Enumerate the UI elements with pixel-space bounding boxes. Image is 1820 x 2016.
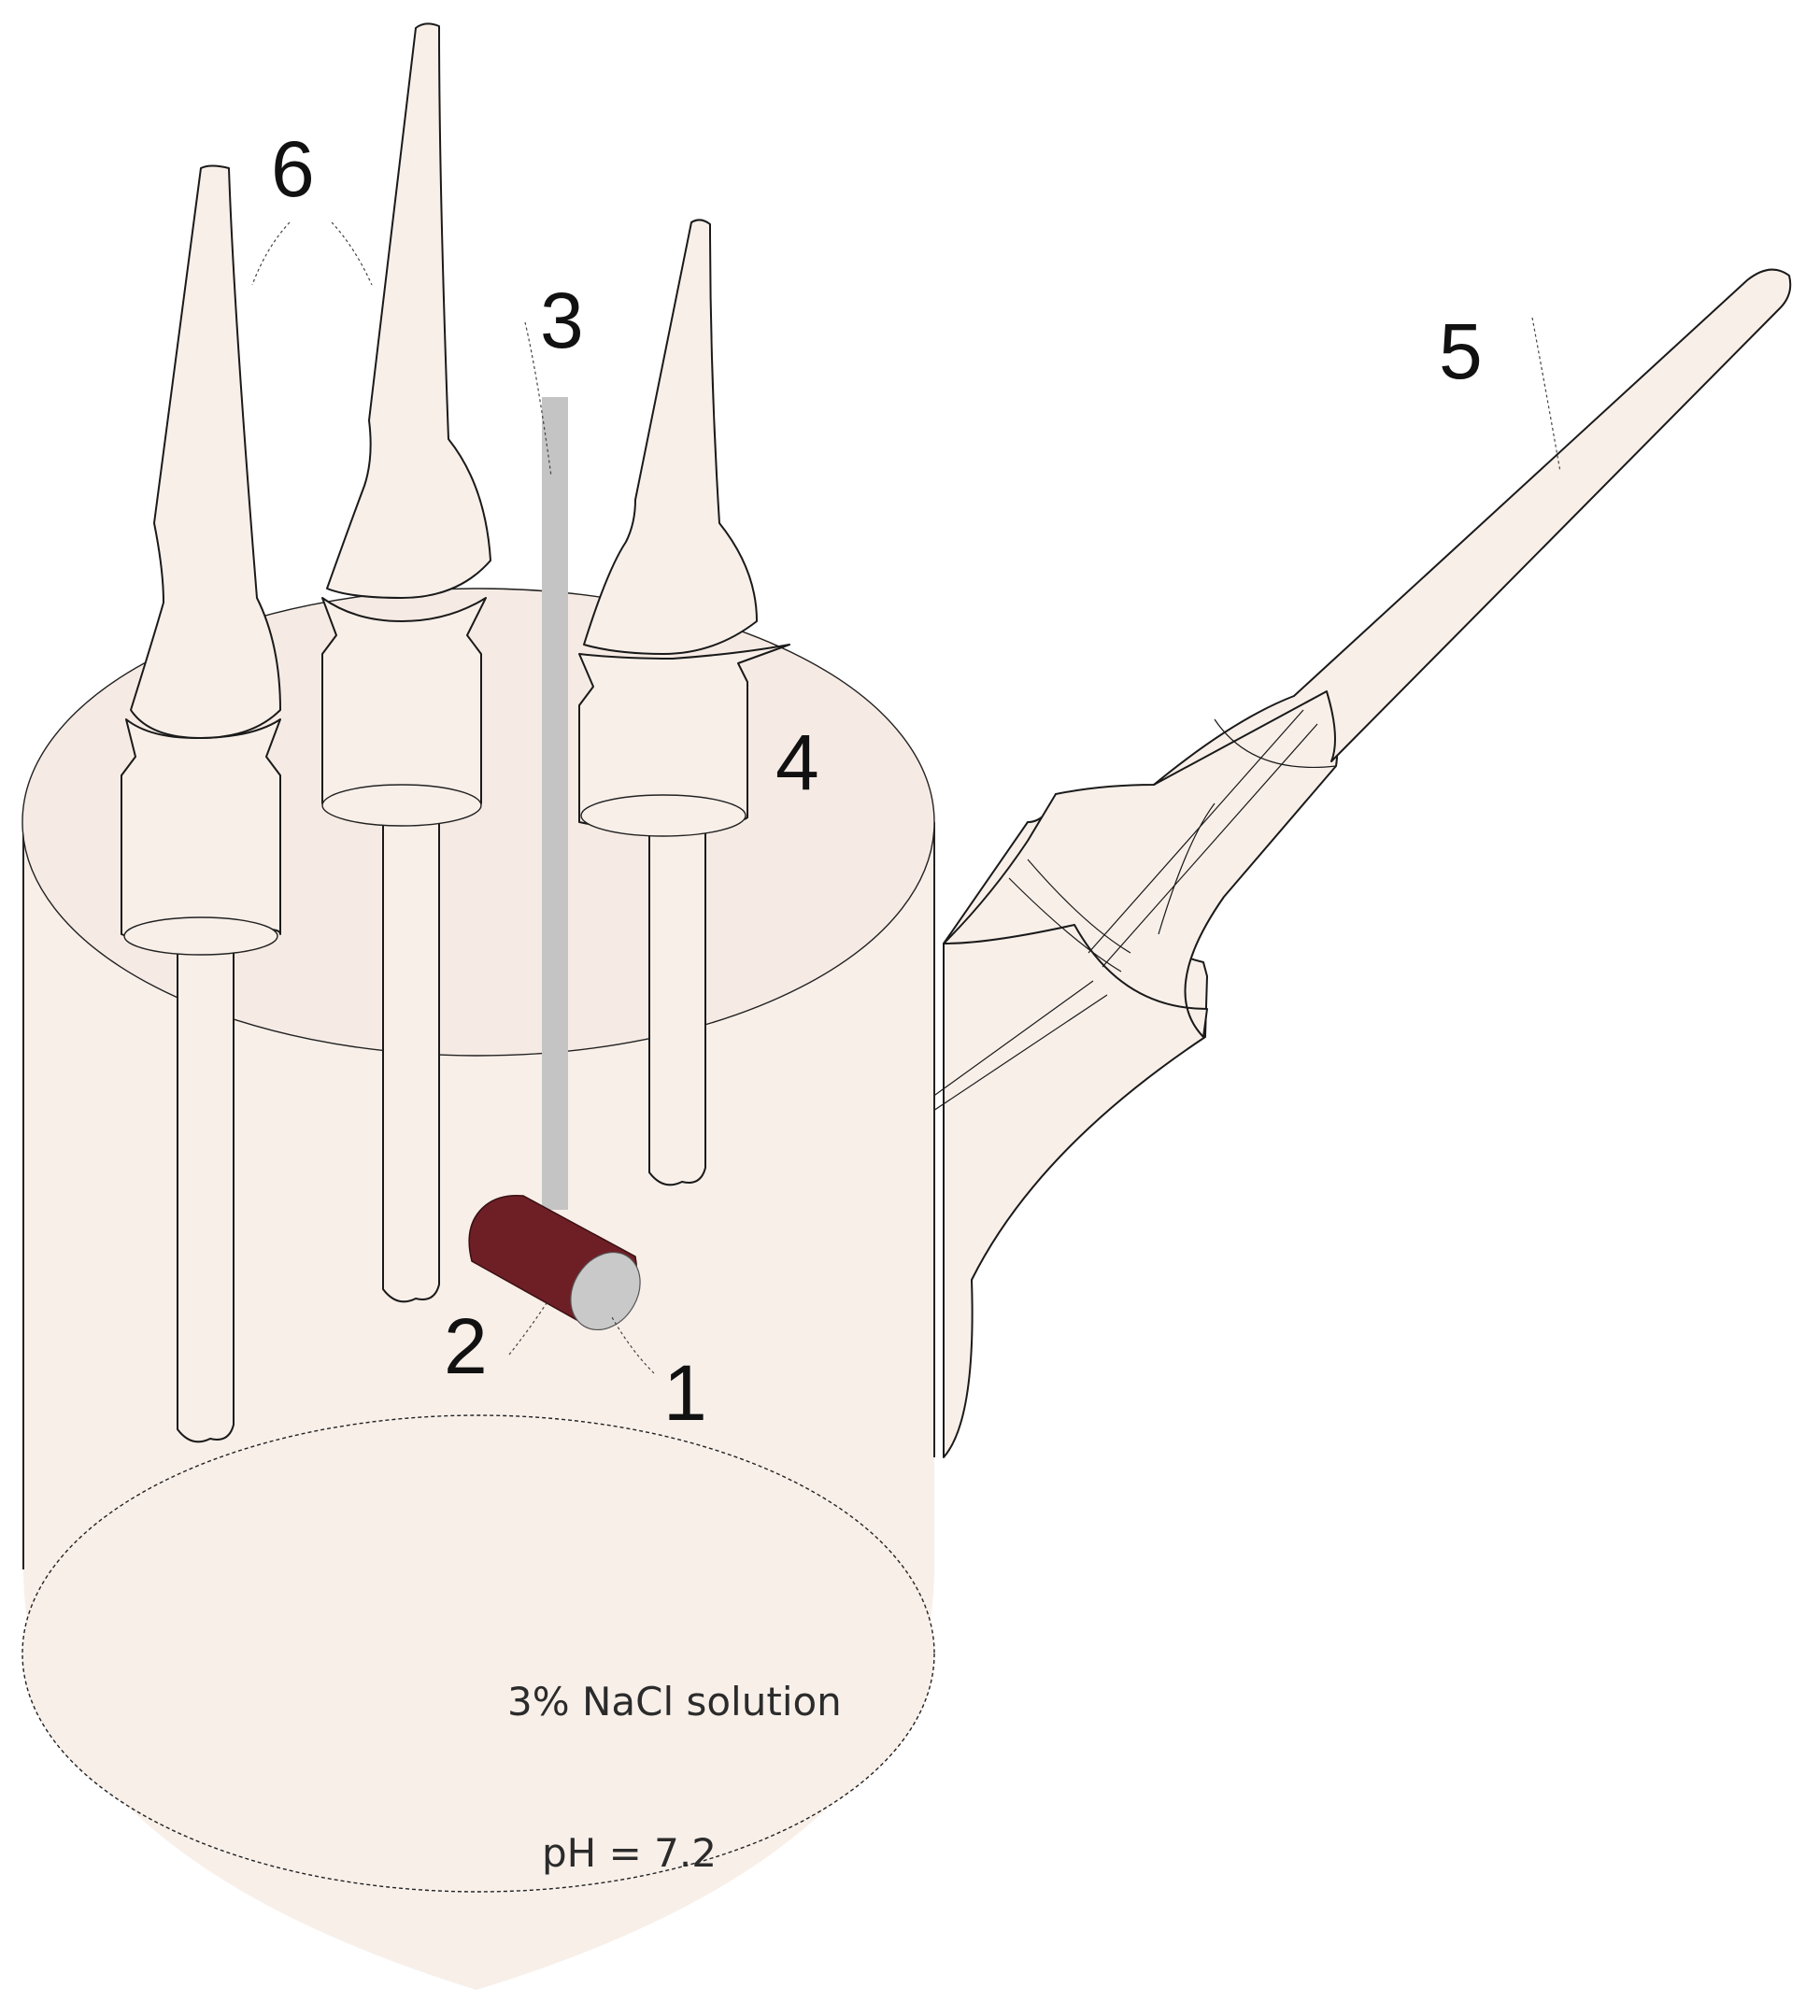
- callout-1: 1: [663, 1349, 707, 1437]
- callout-5: 5: [1439, 307, 1483, 395]
- callout-6: 6: [271, 125, 315, 213]
- callout-4: 4: [775, 718, 819, 806]
- vessel-bottom-ellipse: [22, 1415, 934, 1892]
- ph-label: pH = 7.2: [542, 1830, 717, 1876]
- solution-label: 3% NaCl solution: [507, 1679, 842, 1725]
- reference-rod: [542, 397, 568, 1210]
- callout-2: 2: [444, 1302, 488, 1390]
- callout-3: 3: [540, 277, 584, 364]
